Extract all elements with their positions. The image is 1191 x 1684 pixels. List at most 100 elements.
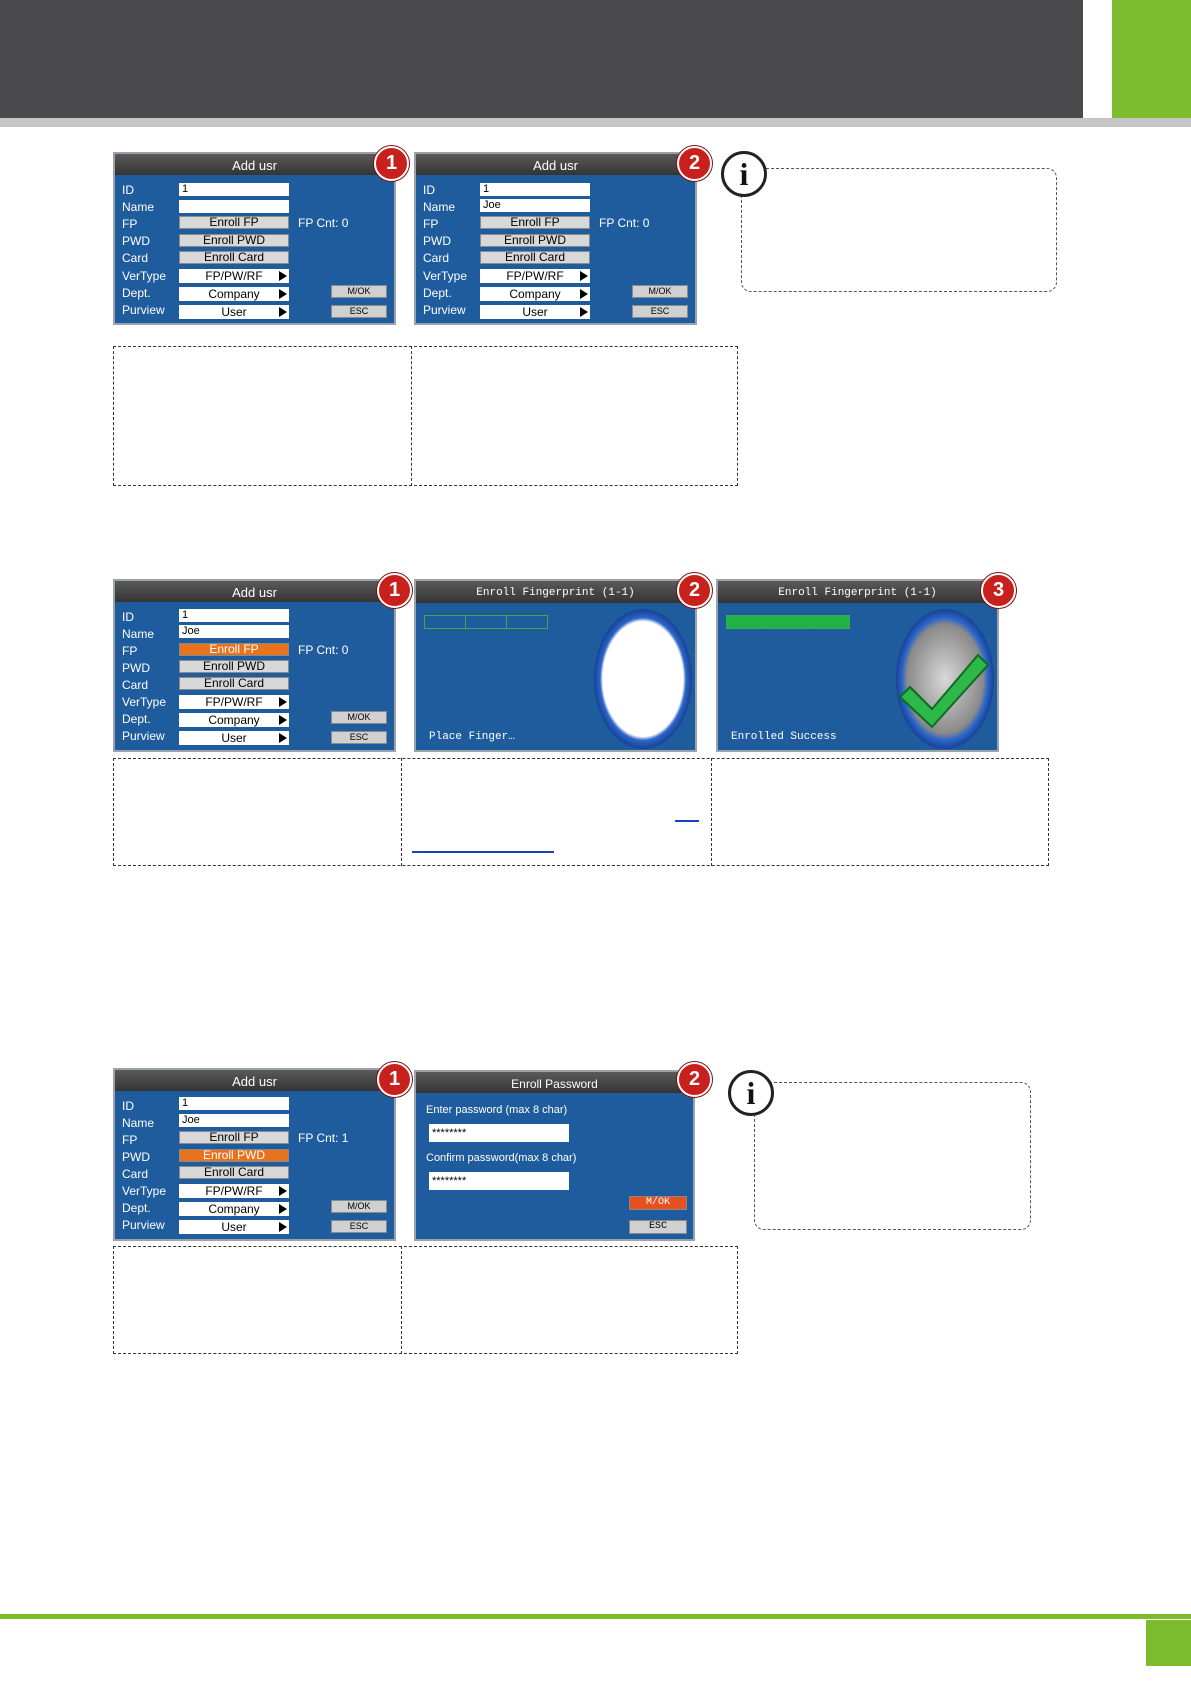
screen-title: Add usr	[115, 581, 394, 602]
triangle-right-icon	[580, 289, 588, 299]
vertype-value: FP/PW/RF	[205, 269, 263, 283]
screen-title: Add usr	[115, 1070, 394, 1091]
name-field[interactable]	[179, 200, 289, 213]
id-field[interactable]: 1	[480, 183, 590, 196]
dept-select[interactable]: Company	[179, 1202, 289, 1216]
purview-label: Purview	[423, 303, 466, 317]
progress-step	[507, 616, 547, 628]
enter-password-field[interactable]: ********	[429, 1124, 569, 1142]
esc-button[interactable]: ESC	[629, 1220, 687, 1234]
dept-label: Dept.	[122, 712, 151, 726]
purview-select[interactable]: User	[179, 305, 289, 319]
purview-label: Purview	[122, 1218, 165, 1232]
header-bar	[0, 0, 1083, 118]
vertype-select[interactable]: FP/PW/RF	[179, 695, 289, 709]
enroll-fp-button[interactable]: Enroll FP	[179, 1131, 289, 1144]
mok-button[interactable]: M/OK	[331, 1200, 387, 1213]
id-field[interactable]: 1	[179, 609, 289, 622]
purview-select[interactable]: User	[179, 1220, 289, 1234]
purview-label: Purview	[122, 303, 165, 317]
header-divider	[0, 118, 1191, 127]
dept-value: Company	[208, 287, 260, 301]
confirm-password-label: Confirm password(max 8 char)	[426, 1152, 577, 1164]
id-field[interactable]: 1	[179, 1097, 289, 1110]
enroll-fp-button[interactable]: Enroll FP	[179, 216, 289, 229]
esc-button[interactable]: ESC	[331, 305, 387, 318]
enroll-pwd-button[interactable]: Enroll PWD	[179, 234, 289, 247]
purview-value: User	[221, 1220, 247, 1234]
note-box	[741, 168, 1057, 292]
card-label: Card	[122, 251, 149, 265]
esc-button[interactable]: ESC	[331, 731, 387, 744]
esc-button[interactable]: ESC	[331, 1220, 387, 1233]
name-field[interactable]: Joe	[179, 1114, 289, 1127]
add-user-screen: Add usr ID 1 Name Joe FP Enroll FP FP Cn…	[113, 1068, 396, 1241]
enroll-progress	[726, 615, 850, 629]
purview-select[interactable]: User	[179, 731, 289, 745]
screen-title: Enroll Password	[416, 1072, 693, 1093]
step-badge: 1	[377, 573, 412, 608]
card-label: Card	[122, 678, 149, 692]
hyperlink-underline[interactable]	[412, 851, 554, 853]
fp-label: FP	[122, 1133, 138, 1147]
footer-accent-block	[1146, 1620, 1191, 1666]
progress-step	[768, 616, 809, 628]
hyperlink-underline[interactable]	[675, 820, 699, 822]
fp-label: FP	[122, 644, 138, 658]
vertype-value: FP/PW/RF	[205, 1184, 263, 1198]
enroll-status: Enrolled Success	[731, 731, 837, 743]
confirm-password-field[interactable]: ********	[429, 1172, 569, 1190]
id-field[interactable]: 1	[179, 183, 289, 196]
pwd-label: PWD	[423, 234, 451, 248]
dept-value: Company	[208, 1202, 260, 1216]
dept-select[interactable]: Company	[179, 287, 289, 301]
name-field[interactable]: Joe	[179, 625, 289, 638]
enroll-progress	[424, 615, 548, 629]
enroll-card-button[interactable]: Enroll Card	[179, 251, 289, 264]
esc-button[interactable]: ESC	[632, 305, 688, 318]
vertype-select[interactable]: FP/PW/RF	[480, 269, 590, 283]
name-label: Name	[122, 1116, 155, 1130]
footer-line	[0, 1614, 1191, 1619]
vertype-select[interactable]: FP/PW/RF	[179, 1184, 289, 1198]
mok-button[interactable]: M/OK	[331, 711, 387, 724]
triangle-right-icon	[279, 733, 287, 743]
card-label: Card	[122, 1167, 149, 1181]
caption-divider	[711, 758, 712, 866]
dept-value: Company	[509, 287, 561, 301]
caption-divider	[401, 1246, 402, 1354]
purview-value: User	[221, 305, 247, 319]
pwd-label: PWD	[122, 1150, 150, 1164]
caption-table	[113, 1246, 738, 1354]
mok-button[interactable]: M/OK	[331, 285, 387, 298]
vertype-value: FP/PW/RF	[506, 269, 564, 283]
screen-title: Add usr	[416, 154, 695, 175]
purview-select[interactable]: User	[480, 305, 590, 319]
fp-count: FP Cnt: 1	[298, 1131, 349, 1145]
fp-label: FP	[122, 217, 138, 231]
vertype-select[interactable]: FP/PW/RF	[179, 269, 289, 283]
vertype-label: VerType	[122, 1184, 167, 1198]
dept-select[interactable]: Company	[480, 287, 590, 301]
enroll-pwd-button[interactable]: Enroll PWD	[179, 1149, 289, 1162]
enroll-pwd-button[interactable]: Enroll PWD	[480, 234, 590, 247]
triangle-right-icon	[279, 289, 287, 299]
enroll-fp-button[interactable]: Enroll FP	[480, 216, 590, 229]
name-field[interactable]: Joe	[480, 199, 590, 212]
name-label: Name	[423, 200, 456, 214]
mok-button[interactable]: M/OK	[632, 285, 688, 298]
name-label: Name	[122, 200, 155, 214]
fingerprint-sensor-icon	[594, 609, 692, 749]
enroll-card-button[interactable]: Enroll Card	[179, 677, 289, 690]
step-badge: 1	[377, 1062, 412, 1097]
dept-label: Dept.	[122, 286, 151, 300]
fingerprint-check-icon	[896, 609, 994, 749]
dept-select[interactable]: Company	[179, 713, 289, 727]
enroll-fp-button[interactable]: Enroll FP	[179, 643, 289, 656]
enroll-card-button[interactable]: Enroll Card	[480, 251, 590, 264]
enroll-card-button[interactable]: Enroll Card	[179, 1166, 289, 1179]
card-label: Card	[423, 251, 450, 265]
mok-button[interactable]: M/OK	[629, 1196, 687, 1210]
enroll-pwd-button[interactable]: Enroll PWD	[179, 660, 289, 673]
step-badge: 2	[677, 146, 712, 181]
